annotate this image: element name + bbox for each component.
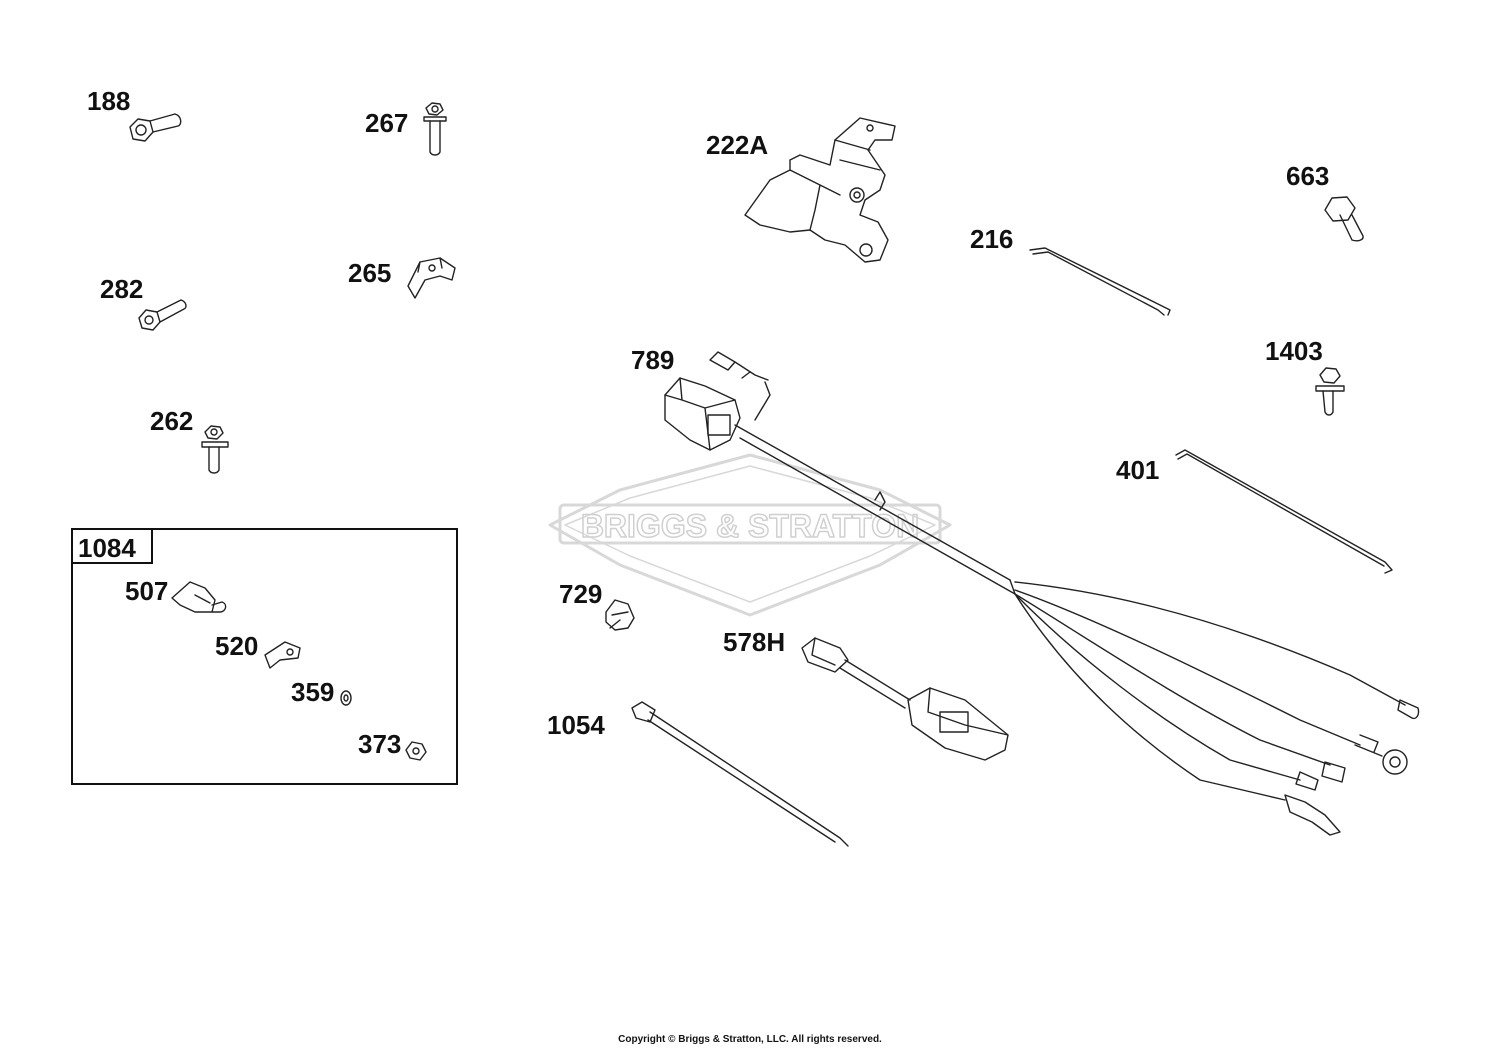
label-282[interactable]: 282: [100, 274, 144, 304]
label-1084[interactable]: 1084: [78, 533, 136, 563]
label-216[interactable]: 216: [970, 224, 1014, 254]
part-663-bolt: [1324, 196, 1364, 242]
part-520-bracket: [264, 641, 301, 669]
part-262-bolt: [201, 425, 229, 474]
part-507-switch: [171, 581, 227, 613]
part-282-bolt: [138, 299, 187, 331]
label-359[interactable]: 359: [291, 677, 335, 707]
part-729-clip: [605, 599, 635, 631]
part-222a-bracket: [744, 117, 896, 263]
kit-1084-box: [71, 528, 458, 785]
part-578h-harness: [801, 637, 1009, 761]
label-578h[interactable]: 578H: [723, 627, 786, 657]
part-265-clip: [407, 257, 456, 299]
label-401[interactable]: 401: [1116, 455, 1160, 485]
label-188[interactable]: 188: [87, 86, 131, 116]
label-1054[interactable]: 1054: [547, 710, 605, 740]
watermark-text: BRIGGS & STRATTON: [581, 508, 919, 544]
part-1054-cable-tie: [631, 701, 849, 847]
label-267[interactable]: 267: [365, 108, 409, 138]
label-663[interactable]: 663: [1286, 161, 1330, 191]
copyright-notice: Copyright © Briggs & Stratton, LLC. All …: [618, 1034, 882, 1045]
label-222a[interactable]: 222A: [706, 130, 769, 160]
kit-1084-tag: [71, 528, 153, 564]
label-789[interactable]: 789: [631, 345, 675, 375]
part-267-bolt: [423, 102, 447, 156]
watermark-logo: BRIGGS & STRATTON: [548, 453, 952, 617]
part-373-nut: [405, 741, 427, 761]
part-401-rod: [1175, 449, 1393, 574]
part-188-bolt: [129, 113, 182, 142]
label-729[interactable]: 729: [559, 579, 603, 609]
label-520[interactable]: 520: [215, 631, 259, 661]
label-507[interactable]: 507: [125, 576, 169, 606]
label-1403[interactable]: 1403: [1265, 336, 1323, 366]
label-265[interactable]: 265: [348, 258, 392, 288]
part-789-harness: [664, 351, 1420, 836]
part-1403-bolt: [1315, 367, 1345, 416]
part-359-washer: [340, 690, 352, 706]
part-216-rod: [1029, 247, 1171, 316]
label-262[interactable]: 262: [150, 406, 194, 436]
label-373[interactable]: 373: [358, 729, 402, 759]
